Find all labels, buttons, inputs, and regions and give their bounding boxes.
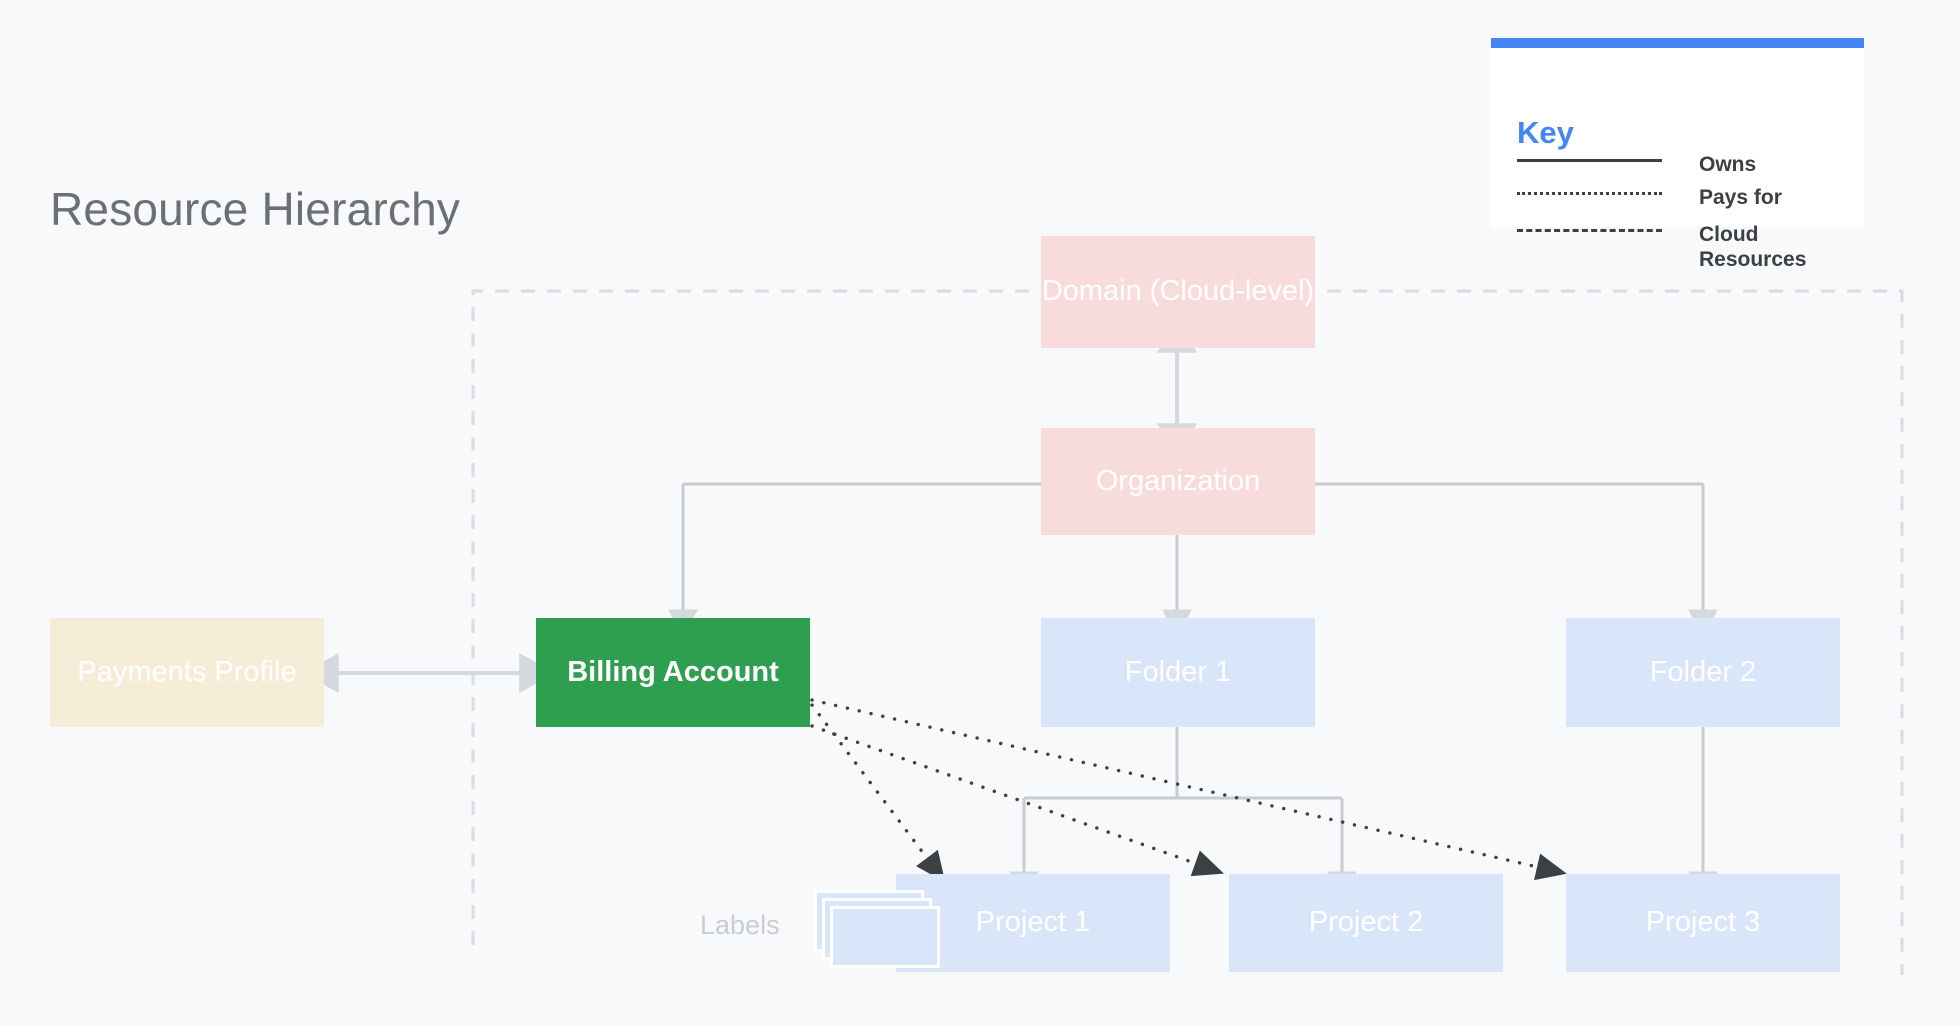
key-accent-bar	[1491, 38, 1864, 48]
key-label-owns: Owns	[1699, 153, 1757, 176]
page-title: Resource Hierarchy	[50, 183, 461, 235]
node-payments-profile-label: Payments Profile	[77, 655, 297, 688]
node-billing-account-label: Billing Account	[567, 655, 779, 688]
key-panel: Key Owns Pays for Cloud Resources	[1491, 38, 1864, 271]
dashed-line-icon	[1517, 223, 1662, 237]
solid-line-icon	[1517, 153, 1662, 167]
key-label-pays-for: Pays for	[1699, 186, 1782, 209]
node-project-2-label: Project 2	[1308, 906, 1424, 939]
node-project-2[interactable]: Project 2	[1229, 874, 1503, 972]
wire-billing-pays-project1	[810, 703, 946, 883]
labels-caption: Labels	[700, 910, 780, 940]
node-folder-1-label: Folder 1	[1124, 655, 1232, 688]
node-billing-account[interactable]: Billing Account	[536, 618, 810, 727]
cloud-resources-boundary	[471, 289, 1904, 975]
label-card-front	[830, 906, 940, 968]
wire-billing-pays-project3	[810, 698, 1567, 881]
node-project-3[interactable]: Project 3	[1566, 874, 1840, 972]
wire-billing-pays-project2	[810, 724, 1225, 877]
node-folder-1[interactable]: Folder 1	[1041, 618, 1315, 727]
node-domain-label: Domain (Cloud-level)	[1041, 275, 1315, 308]
node-payments-profile[interactable]: Payments Profile	[50, 618, 324, 727]
node-folder-2[interactable]: Folder 2	[1566, 618, 1840, 727]
key-row-owns: Owns	[1517, 153, 1756, 178]
node-project-1[interactable]: Project 1	[896, 874, 1170, 972]
node-domain[interactable]: Domain (Cloud-level)	[1041, 236, 1315, 348]
node-folder-2-label: Folder 2	[1649, 655, 1757, 688]
node-organization-label: Organization	[1095, 464, 1261, 497]
key-row-cloud-resources: Cloud Resources	[1517, 223, 1806, 273]
key-row-pays-for: Pays for	[1517, 186, 1782, 211]
key-label-cloud-resources: Cloud Resources	[1699, 223, 1807, 271]
node-organization[interactable]: Organization	[1041, 428, 1315, 535]
key-heading: Key	[1517, 115, 1574, 150]
node-project-3-label: Project 3	[1645, 906, 1761, 939]
dotted-line-icon	[1517, 186, 1662, 200]
node-project-1-label: Project 1	[975, 906, 1091, 939]
